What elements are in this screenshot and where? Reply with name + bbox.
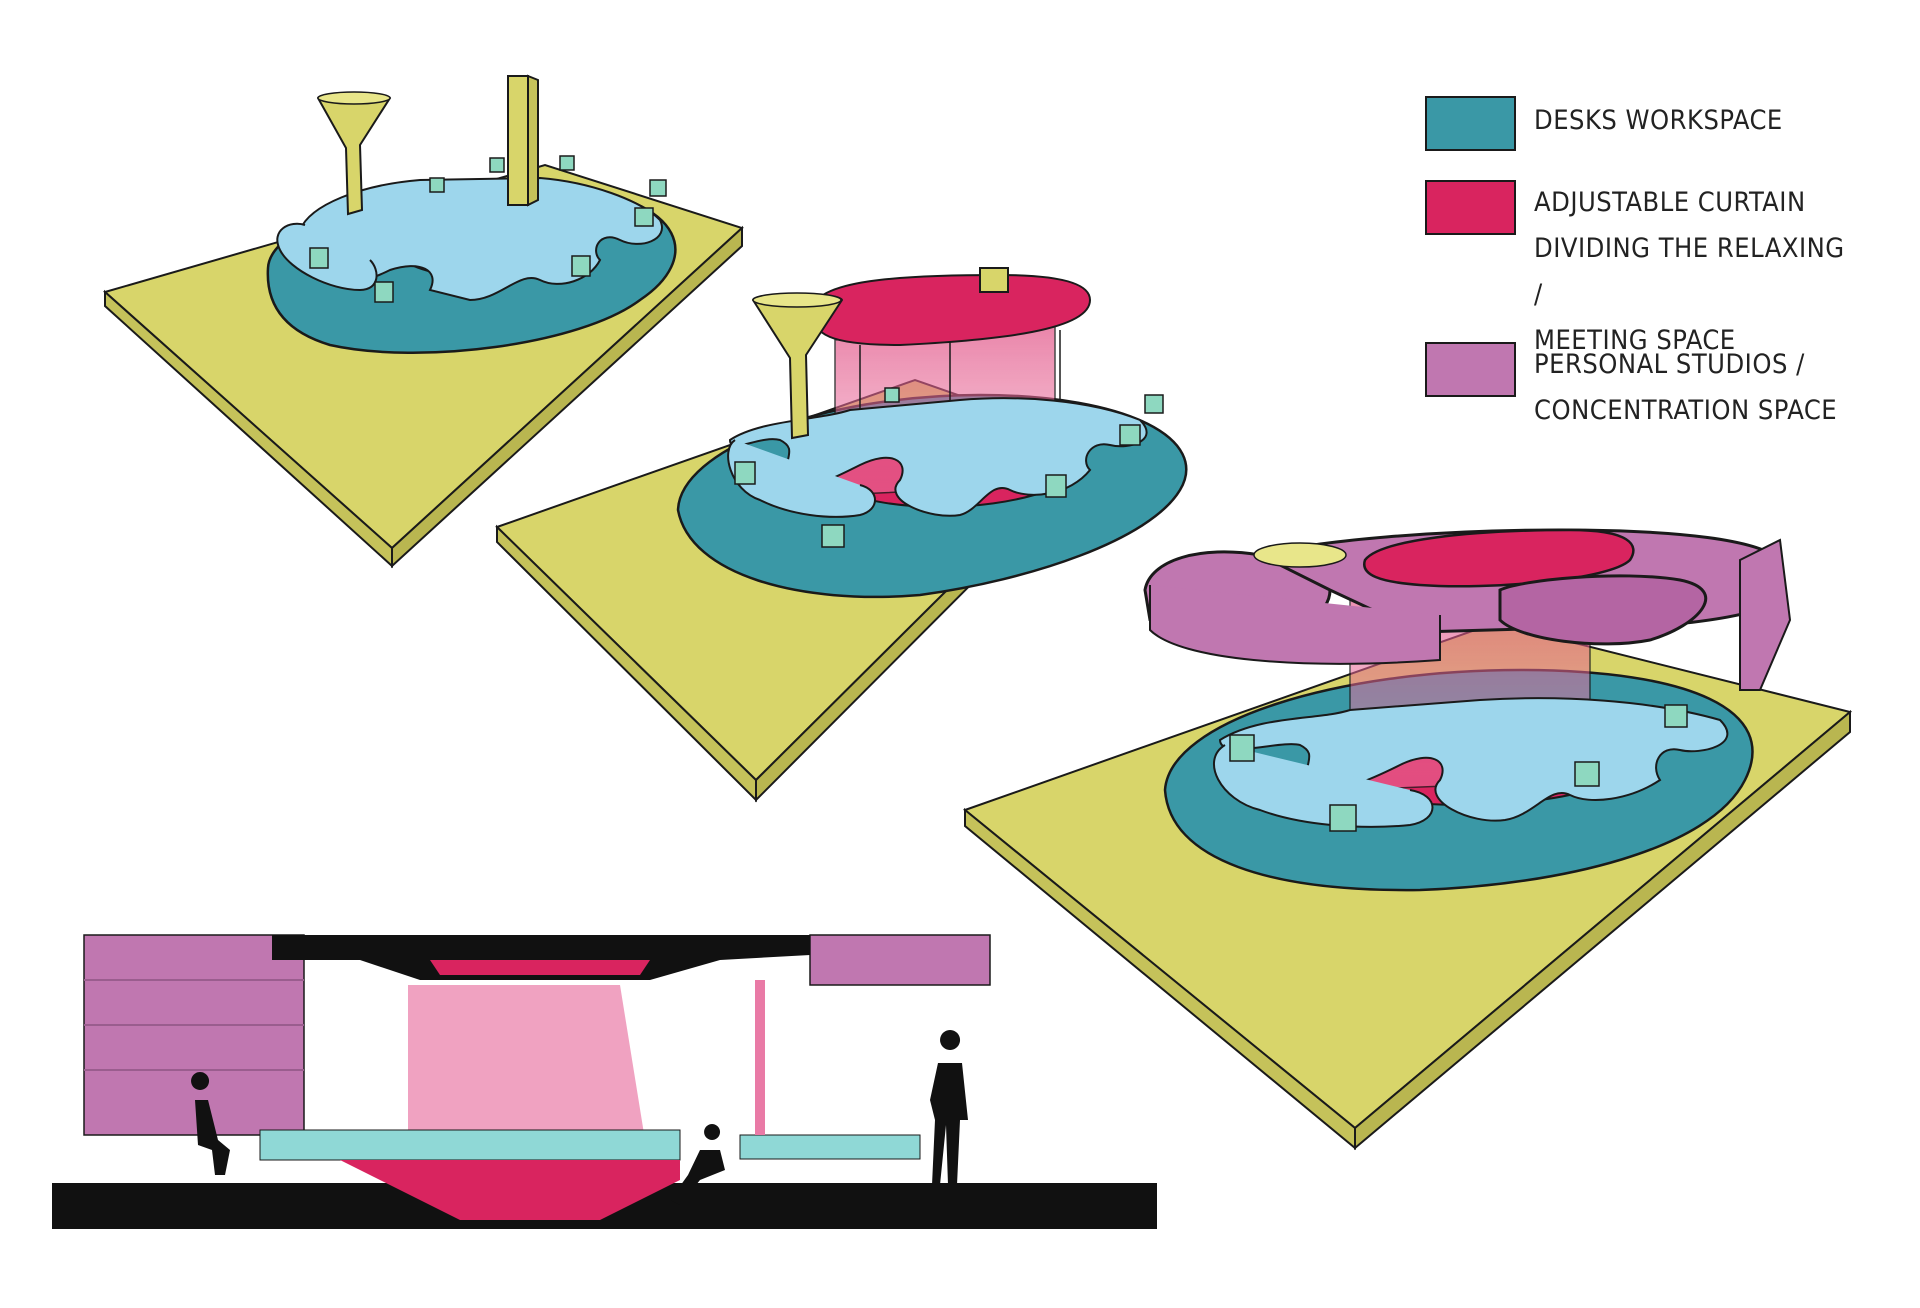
studios-left-block <box>83 934 305 1136</box>
curtain-ceiling <box>430 960 650 975</box>
legend-swatch-desks <box>1425 96 1516 151</box>
studios-right-block <box>809 934 991 986</box>
legend-label-desks: DESKS WORKSPACE <box>1534 105 1783 136</box>
axonometric-desks-only <box>102 74 744 569</box>
desk-left-wing <box>1213 744 1434 828</box>
curtain-panel <box>408 985 645 1140</box>
axonometric-full <box>962 528 1853 1151</box>
tall-column-2 <box>979 267 1009 293</box>
legend-label-studios: PERSONAL STUDIOS / CONCENTRATION SPACE <box>1534 349 1838 426</box>
pink-column <box>755 980 765 1135</box>
personal-studios-ring <box>1143 528 1792 691</box>
person-seated-left <box>191 1072 230 1175</box>
chairs-3 <box>1229 704 1688 832</box>
people-silhouettes <box>191 1030 968 1205</box>
tall-column-1 <box>507 74 539 207</box>
desk-left-wing <box>727 439 876 518</box>
person-standing <box>930 1030 968 1185</box>
section-view <box>52 934 1157 1229</box>
chairs-2 <box>734 387 1164 548</box>
legend-swatch-studios <box>1425 342 1516 397</box>
chairs-1 <box>309 155 667 303</box>
funnel-column-1 <box>316 91 392 216</box>
legend-swatch-curtain <box>1425 180 1516 235</box>
floor-slab-edge-left <box>964 807 1356 1151</box>
floor-slab-edge-left <box>496 524 757 803</box>
axonometric-desks-and-curtain <box>495 267 1188 803</box>
curtain-floor-steps <box>340 1160 680 1220</box>
floor-slab-edge-left <box>104 289 393 569</box>
ceiling-slab <box>272 935 810 980</box>
funnel-column-2 <box>751 292 844 440</box>
person-seated-center <box>670 1124 725 1205</box>
desk-left <box>259 1129 681 1161</box>
desk-right <box>739 1134 921 1160</box>
legend-label-curtain: ADJUSTABLE CURTAIN DIVIDING THE RELAXING… <box>1534 187 1845 356</box>
